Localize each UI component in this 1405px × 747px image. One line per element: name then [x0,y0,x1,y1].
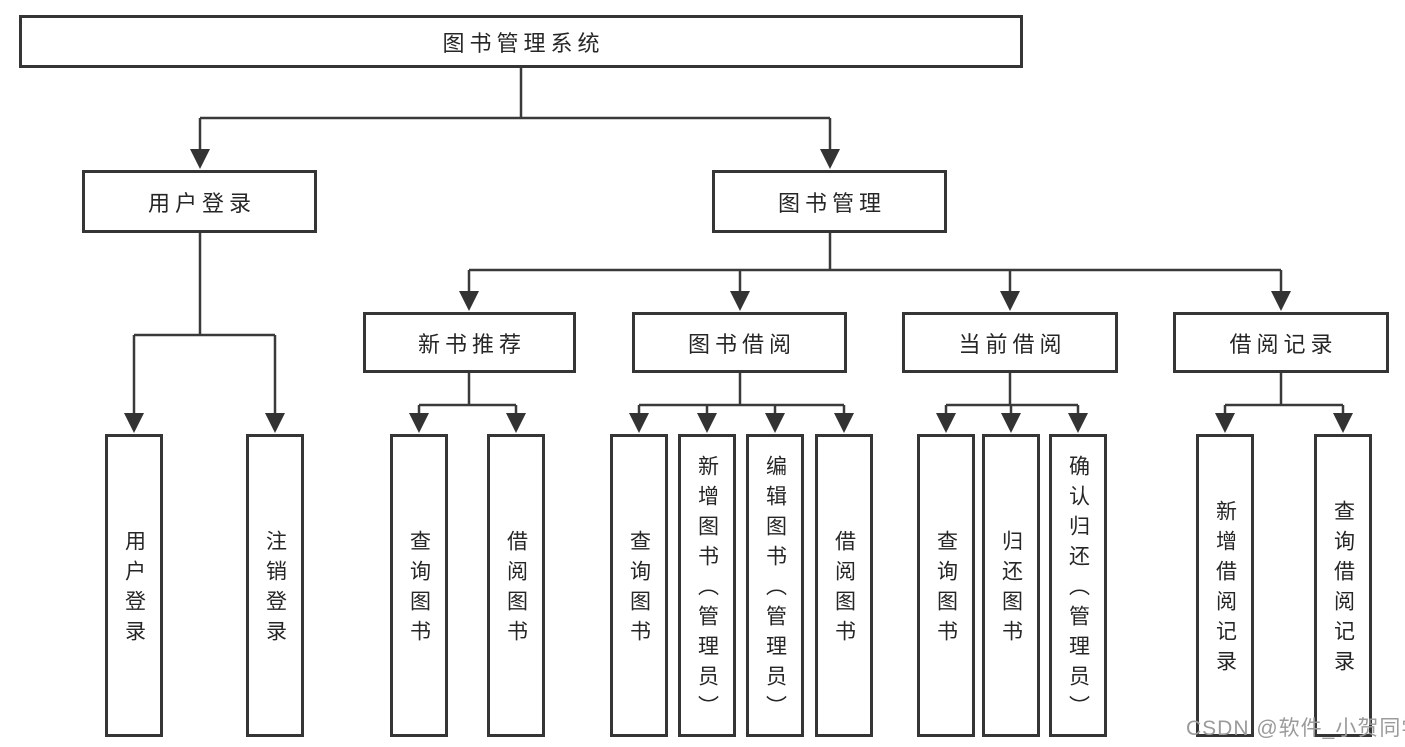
leaf-edit-books-admin-label: 编辑图书（管理员） [763,455,787,725]
leaf-query-borrow-record-label: 查询借阅记录 [1331,500,1355,680]
leaf-logout: 注销登录 [246,434,304,737]
node-book-management-label: 图书管理 [777,190,886,216]
leaf-borrow-books-recommend-label: 借阅图书 [504,530,528,650]
node-user-login-label: 用户登录 [147,190,256,216]
node-library-management-system-label: 图书管理系统 [442,30,605,56]
leaf-confirm-return-admin: 确认归还（管理员） [1049,434,1107,737]
leaf-query-books-recommend: 查询图书 [390,434,448,737]
leaf-return-books: 归还图书 [982,434,1040,737]
leaf-query-books-current: 查询图书 [917,434,975,737]
node-book-borrowing-label: 图书借阅 [687,331,796,357]
csdn-watermark: CSDN @软件_小贺同学 [1186,717,1405,740]
node-library-management-system: 图书管理系统 [19,15,1023,68]
leaf-confirm-return-admin-label: 确认归还（管理员） [1066,455,1090,725]
leaf-add-borrow-record-label: 新增借阅记录 [1213,500,1237,680]
leaf-user-login: 用户登录 [105,434,163,737]
leaf-return-books-label: 归还图书 [999,530,1023,650]
node-borrowing-records-label: 借阅记录 [1229,331,1338,357]
leaf-query-books-borrow: 查询图书 [610,434,668,737]
leaf-query-books-borrow-label: 查询图书 [627,530,651,650]
leaf-borrow-books-recommend: 借阅图书 [487,434,545,737]
node-book-borrowing: 图书借阅 [632,312,847,373]
node-current-borrowing: 当前借阅 [902,312,1118,373]
leaf-edit-books-admin: 编辑图书（管理员） [746,434,804,737]
leaf-logout-label: 注销登录 [263,530,287,650]
leaf-add-borrow-record: 新增借阅记录 [1196,434,1254,737]
node-new-book-recommend-label: 新书推荐 [417,331,526,357]
leaf-query-borrow-record: 查询借阅记录 [1314,434,1372,737]
node-book-management: 图书管理 [712,170,947,233]
tree-connectors [124,68,1353,433]
leaf-borrow-books-label: 借阅图书 [832,530,856,650]
node-user-login: 用户登录 [82,170,317,233]
leaf-query-books-recommend-label: 查询图书 [407,530,431,650]
leaf-user-login-label: 用户登录 [122,530,146,650]
leaf-add-books-admin-label: 新增图书（管理员） [695,455,719,725]
node-borrowing-records: 借阅记录 [1173,312,1389,373]
node-current-borrowing-label: 当前借阅 [958,331,1067,357]
leaf-query-books-current-label: 查询图书 [934,530,958,650]
leaf-add-books-admin: 新增图书（管理员） [678,434,736,737]
leaf-borrow-books: 借阅图书 [815,434,873,737]
node-new-book-recommend: 新书推荐 [363,312,576,373]
